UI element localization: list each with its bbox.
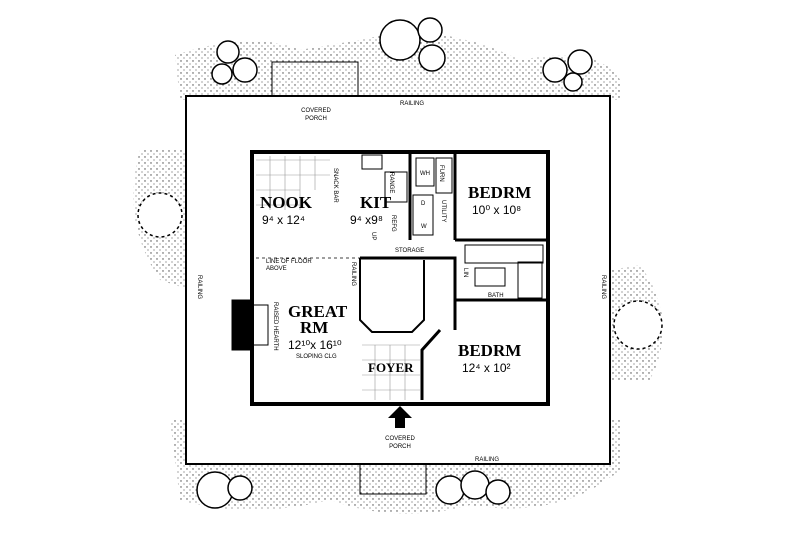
porch-top-label: COVERED PORCH [301, 108, 331, 122]
water-heater-label: WH [420, 171, 430, 177]
furnace-label: FURN [438, 165, 444, 182]
porch-steps-top [271, 61, 359, 97]
line-of-floor-label: LINE OF FLOOR [266, 259, 312, 265]
entry-arrow [388, 406, 412, 428]
railing-label-left: RAILING [196, 275, 202, 299]
utility-label: UTILITY [440, 200, 446, 222]
house-outline [250, 150, 550, 406]
room-bedroom-2: BEDRM [458, 341, 521, 360]
room-bedroom-1: BEDRM [468, 183, 531, 202]
room-bath: BATH [488, 293, 504, 299]
bedroom-2-dimensions: 12⁴ x 10² [462, 361, 511, 375]
room-great-room-2: RM [300, 318, 328, 337]
label-porch: PORCH [305, 116, 327, 122]
label-porch-bottom: PORCH [389, 444, 411, 450]
storage-label: STORAGE [395, 248, 424, 254]
range-label: RANGE [388, 172, 394, 193]
interior-walls [359, 152, 548, 400]
dryer-label: D [421, 201, 426, 207]
label-covered: COVERED [301, 108, 331, 114]
porch-steps-bottom [359, 463, 427, 495]
trees [137, 17, 663, 509]
railing-label-top: RAILING [400, 101, 424, 107]
great-room-dimensions: 12¹⁰x 16¹⁰ [288, 338, 342, 352]
floor-tile [256, 156, 420, 400]
refrigerator-label: REFG [390, 215, 396, 232]
nook-dimensions: 9⁴ x 12⁴ [262, 213, 305, 227]
bedroom-1-dimensions: 10⁰ x 10⁸ [472, 203, 521, 217]
stair-railing-label: RAILING [350, 262, 356, 286]
snack-bar-label: SNACK BAR [332, 168, 338, 203]
railing-label-bottom: RAILING [475, 457, 499, 463]
washer-label: W [421, 224, 427, 230]
room-foyer: FOYER [368, 360, 414, 375]
stairs-up-label: UP [370, 232, 376, 240]
label-covered-bottom: COVERED [385, 436, 415, 442]
kitchen-dimensions: 9⁴ x9⁸ [350, 213, 383, 227]
line-of-floor-label-2: ABOVE [266, 266, 287, 272]
room-nook: NOOK [260, 193, 313, 212]
raised-hearth-label: RAISED HEARTH [272, 302, 278, 351]
sloping-ceiling-note: SLOPING CLG [296, 354, 337, 360]
linen-label: LIN [462, 268, 468, 277]
railing-label-right: RAILING [600, 275, 606, 299]
room-kitchen: KIT [360, 193, 392, 212]
fixtures [231, 154, 544, 351]
room-great-room: GREAT [288, 302, 348, 321]
